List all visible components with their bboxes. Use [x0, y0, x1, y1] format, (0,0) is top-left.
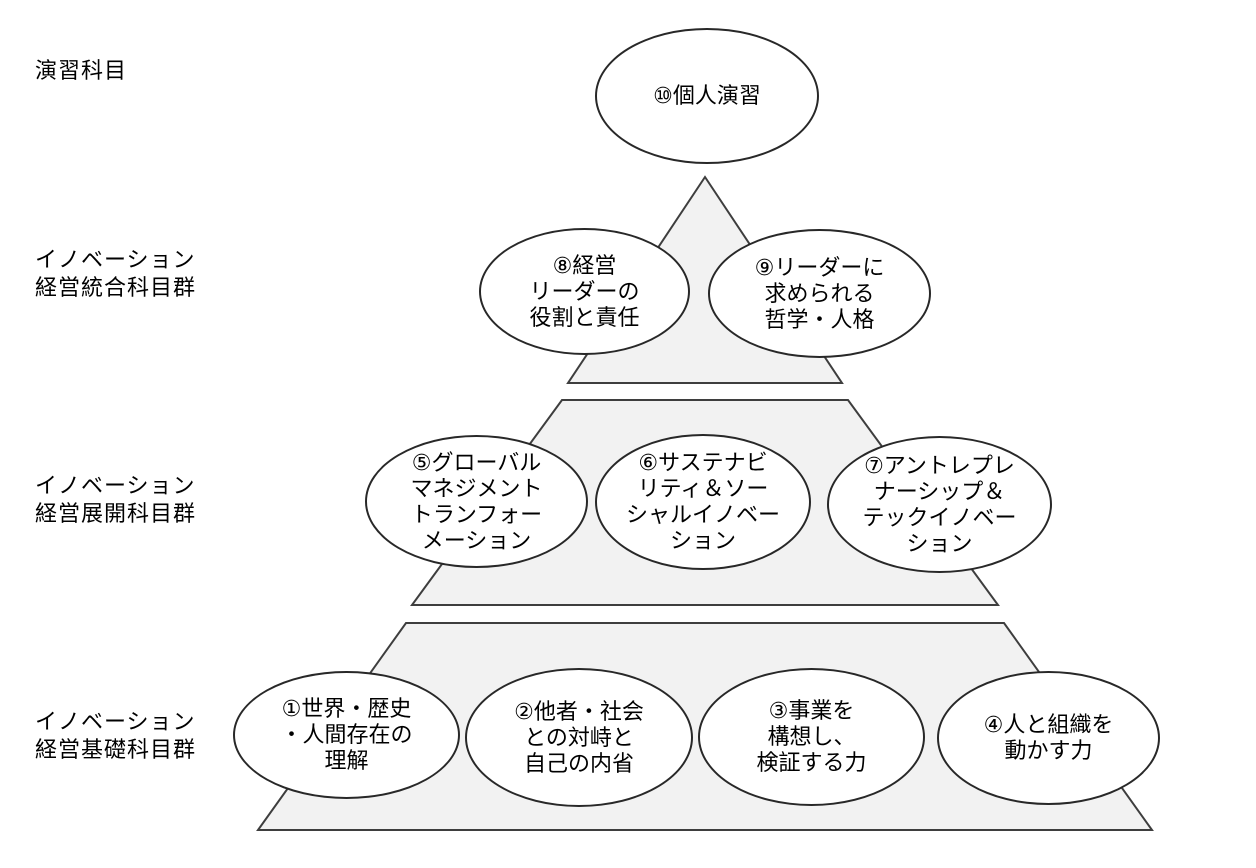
tier-label-development-group: イノベーション 経営展開科目群: [35, 473, 197, 526]
course-label-8: ⑧経営 リーダーの 役割と責任: [529, 252, 640, 330]
tier-label-exercise-subjects: 演習科目: [35, 58, 128, 83]
course-label-9: ⑨リーダーに 求められる 哲学・人格: [754, 254, 885, 332]
course-ellipse-5: ⑤グローバル マネジメント トランフォー メーション: [365, 435, 588, 568]
course-label-2: ②他者・社会 との対峙と 自己の内省: [514, 698, 644, 776]
course-ellipse-9: ⑨リーダーに 求められる 哲学・人格: [708, 229, 931, 358]
course-ellipse-2: ②他者・社会 との対峙と 自己の内省: [465, 668, 693, 807]
course-ellipse-4: ④人と組織を 動かす力: [937, 671, 1160, 805]
tier-label-foundation-group: イノベーション 経営基礎科目群: [35, 709, 197, 762]
tier-label-integration-group: イノベーション 経営統合科目群: [35, 247, 197, 300]
course-label-5: ⑤グローバル マネジメント トランフォー メーション: [410, 449, 543, 553]
course-label-7: ⑦アントレプレ ナーシップ＆ テックイノベー ション: [862, 452, 1017, 556]
course-ellipse-1: ①世界・歴史 ・人間存在の 理解: [233, 671, 460, 799]
course-label-6: ⑥サステナビ リティ＆ソー シャルイノベー ション: [625, 450, 780, 553]
course-ellipse-3: ③事業を 構想し、 検証する力: [698, 668, 925, 806]
course-label-10: ⑩個人演習: [653, 83, 761, 108]
course-ellipse-7: ⑦アントレプレ ナーシップ＆ テックイノベー ション: [827, 436, 1052, 573]
course-label-1: ①世界・歴史 ・人間存在の 理解: [280, 696, 413, 773]
course-ellipse-6: ⑥サステナビ リティ＆ソー シャルイノベー ション: [595, 434, 811, 570]
course-label-4: ④人と組織を 動かす力: [983, 712, 1114, 763]
course-ellipse-8: ⑧経営 リーダーの 役割と責任: [479, 228, 690, 355]
course-label-3: ③事業を 構想し、 検証する力: [756, 698, 867, 775]
course-ellipse-10: ⑩個人演習: [595, 28, 819, 164]
